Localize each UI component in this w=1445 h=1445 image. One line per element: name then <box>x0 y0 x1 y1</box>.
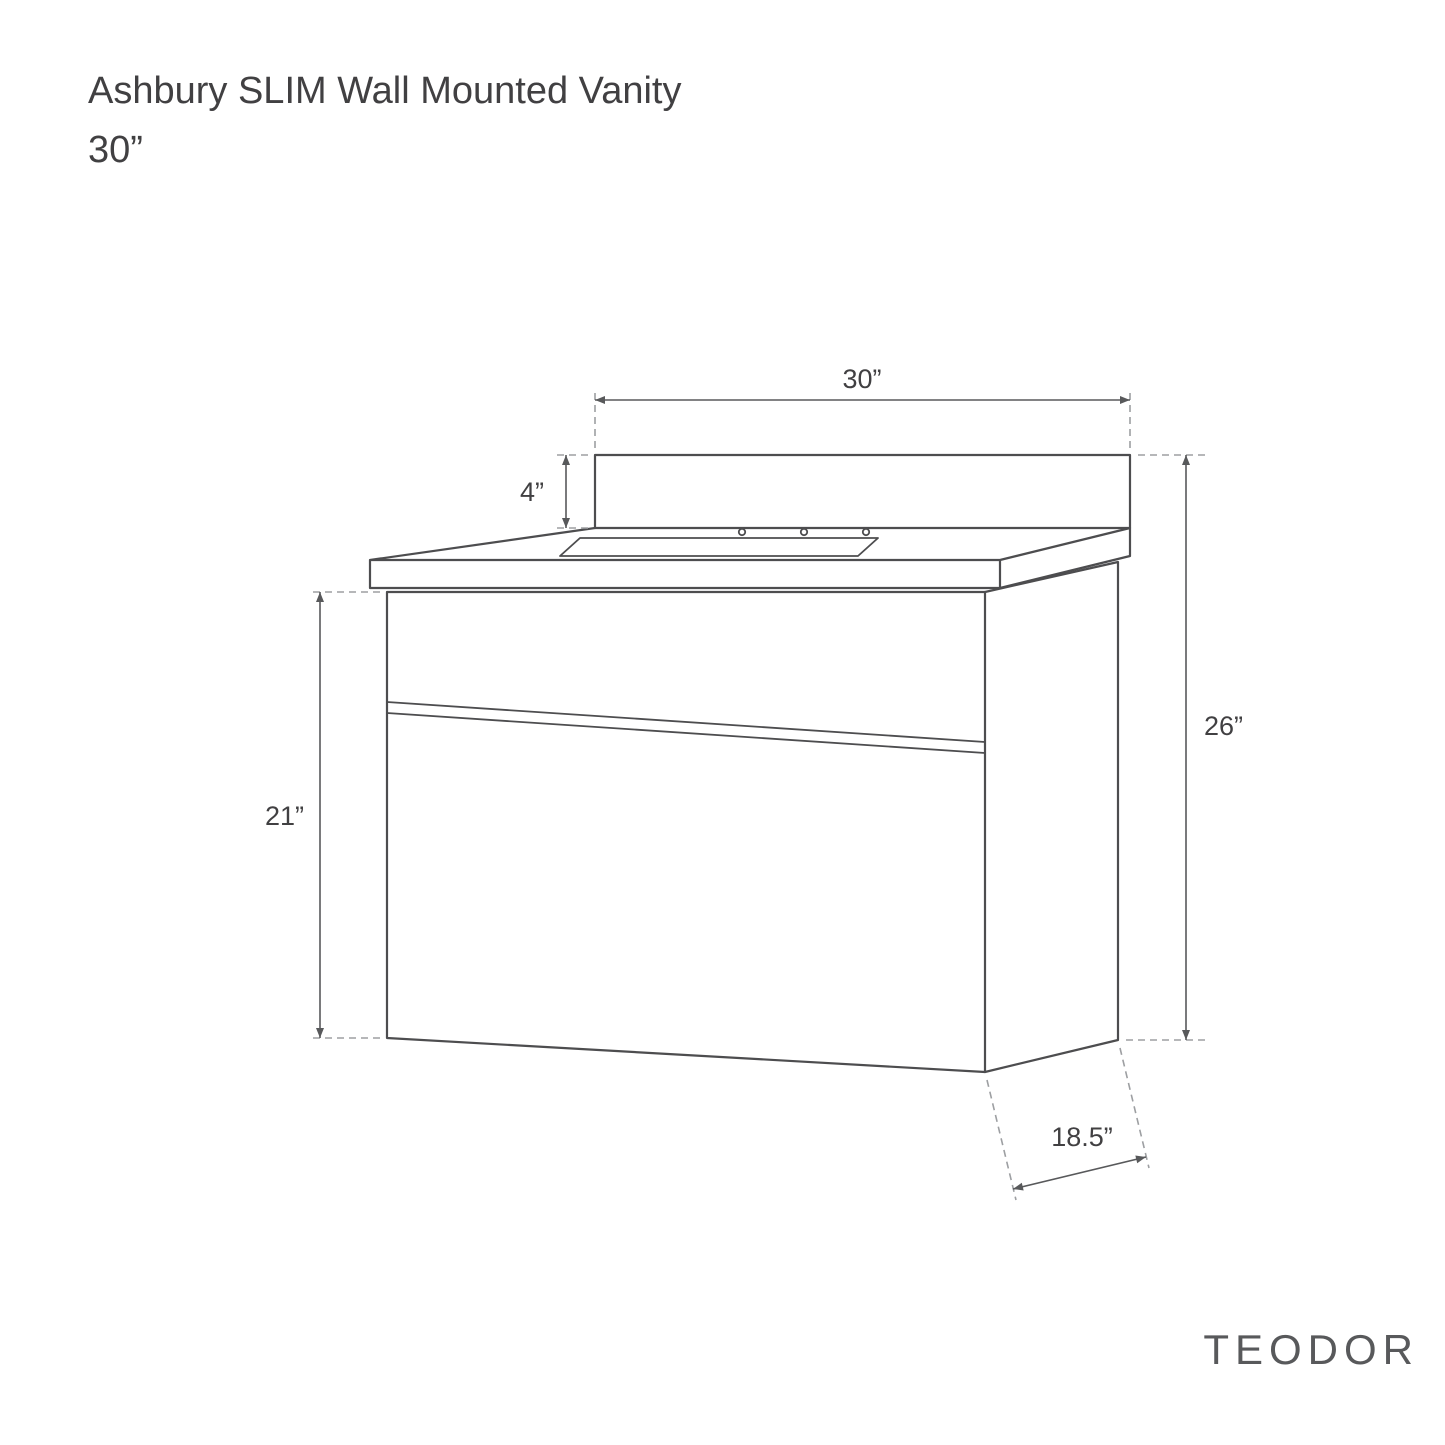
dimension-width: 30” <box>594 364 1131 448</box>
faucet-hole-icon <box>861 527 871 537</box>
sink-cutout <box>559 537 879 557</box>
dimension-line <box>1012 1155 1147 1191</box>
dimension-depth: 18.5” <box>986 1047 1150 1201</box>
extension-lines <box>986 1047 1150 1201</box>
countertop <box>368 526 1132 590</box>
backsplash <box>593 453 1132 530</box>
drawer-divider <box>386 701 986 754</box>
extension-lines <box>1126 454 1206 1041</box>
faucet-holes <box>737 527 871 537</box>
extension-lines <box>554 454 588 529</box>
faucet-hole-icon <box>737 527 747 537</box>
title-block: Ashbury SLIM Wall Mounted Vanity 30” <box>88 62 681 180</box>
dimension-backsplash-height: 4” <box>520 454 588 529</box>
dimension-label: 4” <box>520 477 544 507</box>
dimension-label: 18.5” <box>1051 1122 1113 1152</box>
dimension-label: 21” <box>265 801 304 831</box>
product-size: 30” <box>88 128 143 171</box>
cabinet-front <box>385 590 987 1074</box>
vanity-drawing <box>368 453 1132 1074</box>
product-title: Ashbury SLIM Wall Mounted Vanity <box>88 70 682 112</box>
brand-logo: TEODOR <box>1203 1326 1419 1373</box>
dimension-label: 26” <box>1204 711 1243 741</box>
dimension-cabinet-height: 21” <box>265 591 380 1039</box>
extension-lines <box>594 392 1131 448</box>
cabinet-side <box>983 560 1120 1074</box>
dimension-overall-height: 26” <box>1126 454 1243 1041</box>
extension-lines <box>312 591 380 1039</box>
dimension-label: 30” <box>842 364 881 394</box>
faucet-hole-icon <box>799 527 809 537</box>
